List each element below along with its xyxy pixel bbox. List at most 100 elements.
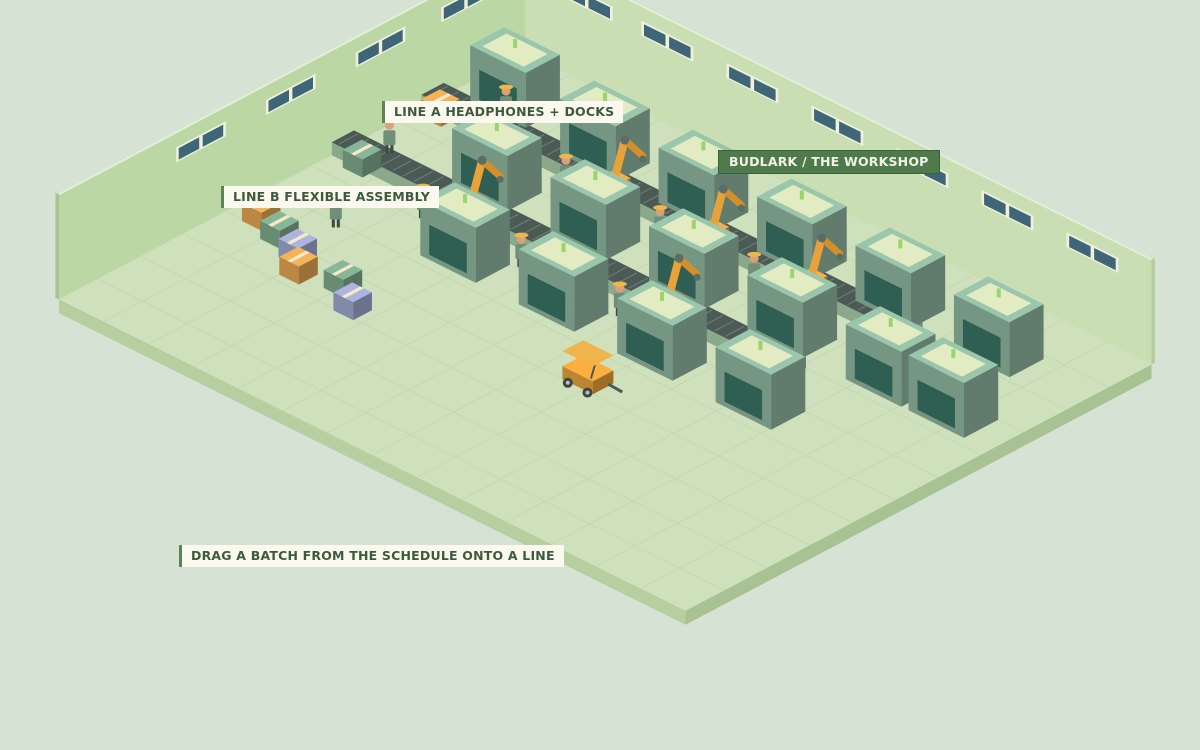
floor-edge-left [59, 299, 686, 625]
floor-edge-right [685, 364, 1152, 625]
machine-top-panel [482, 33, 548, 67]
robot-arm-gripper [639, 155, 647, 163]
machine-line-b[interactable] [715, 329, 806, 430]
box-right-face [1009, 304, 1044, 378]
worker-helmet [559, 153, 573, 159]
box-left-face [279, 256, 299, 285]
window-pane [814, 108, 836, 131]
robot-arm-gripper [496, 175, 504, 183]
machine-line-b[interactable] [617, 280, 707, 381]
machine-door [962, 319, 1001, 368]
status-light-icon [659, 291, 664, 301]
machine-line-b[interactable] [550, 159, 641, 260]
crate-tape [287, 250, 310, 263]
belt-roller [338, 133, 358, 145]
robot-arm-joint [817, 233, 827, 243]
machine-line-b[interactable] [908, 337, 999, 438]
box-right-face [362, 149, 382, 178]
machine-line-b[interactable] [420, 182, 510, 283]
belt-roller [836, 288, 856, 300]
window-pane [443, 0, 465, 20]
robot-arm-gripper [836, 253, 844, 261]
box-left-face [333, 292, 354, 321]
machine-top-panel [464, 116, 530, 150]
machine-top-panel [727, 335, 793, 369]
window-pane [1094, 248, 1116, 271]
robot-arm-joint [674, 253, 684, 263]
belt-roller [413, 170, 434, 182]
brand-label: BUDLARK / THE WORKSHOP [718, 150, 940, 174]
worker-leg [390, 144, 394, 154]
machine-door [559, 201, 597, 251]
worker-helmet [499, 84, 514, 90]
window-pane [292, 77, 313, 100]
status-light-icon [898, 239, 903, 249]
window-pane [572, 0, 585, 7]
window-pane [1009, 205, 1031, 228]
forklift-hub [565, 380, 570, 385]
robot-arm-segment [610, 136, 629, 183]
worker-leg [336, 218, 340, 228]
machine-door [527, 273, 566, 323]
window-pane [984, 193, 1006, 216]
machine-door [756, 299, 794, 349]
crate-tape [350, 143, 374, 156]
worker-leg [331, 218, 335, 228]
status-light-icon [513, 39, 518, 49]
forklift-fork [607, 382, 623, 394]
machine-line-a[interactable] [658, 129, 749, 231]
window-pane [729, 66, 751, 89]
status-light-icon [561, 242, 566, 252]
crate-tape [286, 232, 309, 245]
worker-helmet [653, 205, 668, 211]
machine-top-panel [432, 188, 498, 222]
box-right-face [802, 284, 838, 358]
forklift-icon[interactable] [562, 340, 623, 398]
machine-line-a[interactable] [953, 276, 1044, 378]
status-light-icon [691, 220, 696, 230]
status-light-icon [996, 288, 1001, 298]
line-a-label[interactable]: LINE A HEADPHONES + DOCKS [382, 101, 624, 123]
machine-top-panel [966, 282, 1032, 316]
worker-leg [385, 144, 389, 154]
worker-helmet [747, 251, 762, 257]
belt-roller [607, 266, 627, 278]
crate-icon [279, 246, 318, 285]
worker-helmet [612, 281, 627, 287]
window-pane [268, 89, 289, 113]
belt-roller [531, 229, 552, 241]
belt-roller [703, 315, 724, 327]
floor-gridline [140, 255, 767, 569]
window-pane [588, 0, 610, 19]
floor-gridline [182, 233, 810, 546]
box-left-face [241, 203, 262, 231]
machine-door [854, 348, 893, 398]
forklift-body [562, 355, 614, 395]
machine-top-panel [858, 312, 924, 346]
machine-line-b[interactable] [747, 257, 838, 358]
machine-door [864, 270, 902, 319]
left-wall-edge [55, 192, 59, 300]
robot-arm-gripper [693, 273, 701, 281]
window-pane [1069, 235, 1091, 258]
window-pane [754, 78, 776, 102]
machine-line-a[interactable] [855, 227, 946, 329]
box-right-face [606, 186, 641, 260]
box-right-face [475, 209, 510, 283]
crate-tape [268, 214, 291, 227]
machine-door [724, 371, 763, 421]
machine-line-b[interactable] [518, 231, 609, 332]
box-right-face [964, 364, 999, 438]
crate-icon [333, 282, 372, 321]
belt-roller [617, 272, 638, 284]
window-pane [669, 36, 691, 59]
box-left-face [562, 366, 593, 395]
box-right-face [704, 235, 739, 309]
machine-top-panel [867, 233, 933, 267]
line-b-label[interactable]: LINE B FLEXIBLE ASSEMBLY [221, 186, 440, 208]
belt-roller [403, 165, 423, 177]
box-right-face [507, 137, 542, 211]
machine-door [667, 172, 706, 221]
belt-roller [392, 160, 412, 172]
